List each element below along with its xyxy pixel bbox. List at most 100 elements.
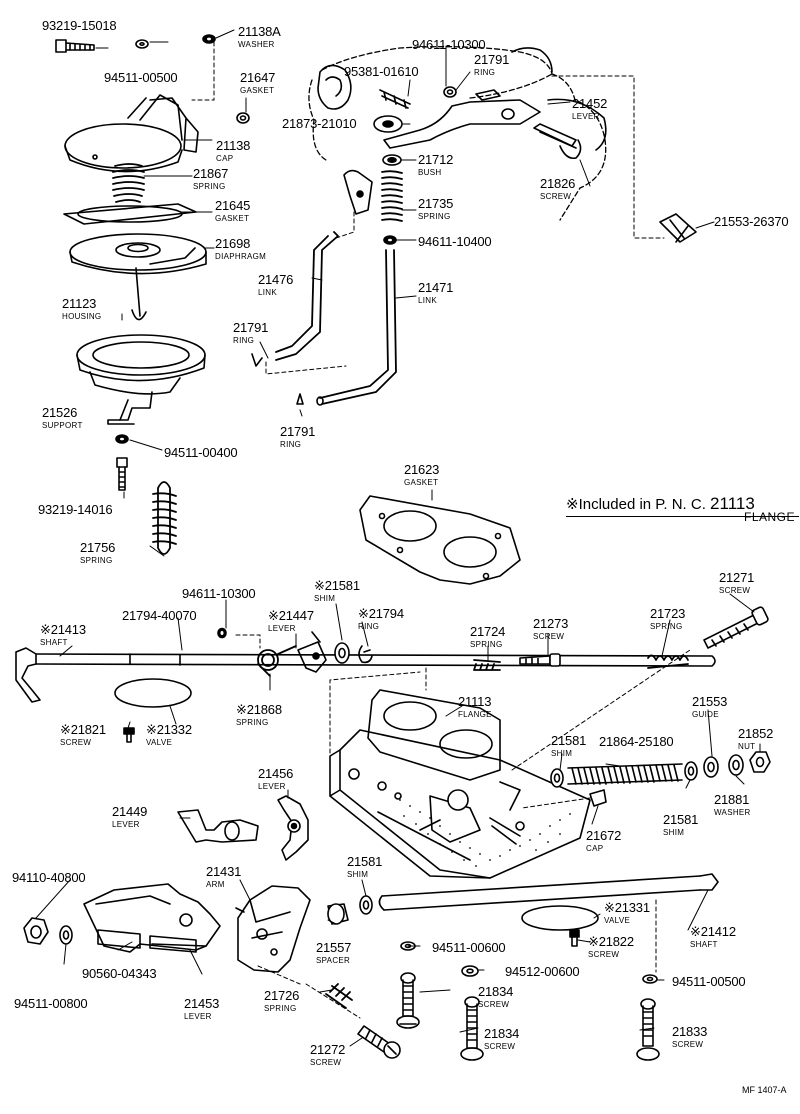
part-number: 21553-26370 [714, 214, 789, 229]
ring-95381-shape [380, 90, 410, 108]
dash-shaft-ring [236, 635, 260, 648]
part-name: SPRING [264, 1004, 297, 1013]
screw-93219-15018-shape [56, 40, 94, 52]
part-label: 94611-10300 [412, 37, 486, 54]
screw-21834-b-shape [461, 997, 483, 1060]
part-number: 21123 [62, 296, 97, 311]
bush-ring-shape [476, 90, 500, 100]
part-name: SPRING [236, 718, 269, 727]
washer-21138a-shape [203, 35, 215, 43]
part-number: ※21868 [236, 702, 282, 717]
part-label: 94511-00800 [14, 996, 88, 1013]
lever-21452-shape [384, 100, 540, 148]
part-name: SCREW [484, 1042, 516, 1051]
part-name: RING [280, 440, 302, 449]
part-name: SCREW [533, 632, 565, 641]
part-number: 21581 [551, 733, 587, 748]
housing-21123-shape [77, 335, 205, 394]
part-number: 21452 [572, 96, 608, 111]
part-name: SPRING [80, 556, 113, 565]
part-name: NUT [738, 742, 756, 751]
part-number: 94110-40800 [12, 870, 86, 885]
part-number: 21581 [663, 812, 699, 827]
part-number: ※21447 [268, 608, 314, 623]
lever-21456-shape [278, 796, 308, 860]
part-name: LEVER [572, 112, 600, 121]
dash-flange-spring [330, 668, 426, 760]
part-name: SPACER [316, 956, 351, 965]
part-name: LEVER [184, 1012, 212, 1021]
part-number: 21867 [193, 166, 229, 181]
dash-link-left [336, 212, 354, 238]
cap-21672-shape [590, 790, 606, 806]
screw-21833-shape [637, 999, 659, 1060]
part-number: 21833 [672, 1024, 708, 1039]
spring-21724-shape [474, 660, 500, 670]
part-number: 21712 [418, 152, 454, 167]
part-name: SCREW [672, 1040, 704, 1049]
part-name: ARM [206, 880, 225, 889]
ring-21791-left-shape [252, 354, 262, 366]
dash-21271 [512, 650, 690, 770]
part-number: 21476 [258, 272, 294, 287]
nut-21852-shape [750, 752, 770, 772]
part-number: 94511-00500 [672, 974, 746, 989]
guide-21553-shape [704, 757, 718, 777]
part-name: LINK [258, 288, 277, 297]
dash-arm [258, 966, 360, 1018]
part-number: 94611-10300 [412, 37, 486, 52]
part-number: 21138A [238, 24, 281, 39]
link-21476-shape-2 [276, 236, 328, 352]
part-number: 21453 [184, 996, 220, 1011]
part-name: SUPPORT [42, 421, 83, 430]
part-number: 21645 [215, 198, 251, 213]
sleeve-90560-shape [98, 930, 196, 952]
note-underline [566, 516, 799, 517]
part-number: 21698 [215, 236, 251, 251]
part-number: 21724 [470, 624, 506, 639]
valve-21331-shape [522, 906, 598, 930]
spring-21723-shape [648, 655, 688, 668]
part-name: RING [358, 622, 380, 631]
clip-21553-26370-shape [660, 214, 696, 242]
arm-21431-shape [236, 886, 310, 972]
note-pnc-number: 21113 [710, 494, 755, 513]
spring-21726-shape [326, 984, 352, 1008]
part-name: SCREW [478, 1000, 510, 1009]
diagram-id: MF 1407-A [742, 1085, 787, 1095]
part-name: LEVER [258, 782, 286, 791]
screw-21271-shape [704, 606, 769, 648]
gasket-21645-shape [64, 204, 196, 224]
part-number: 94512-00600 [505, 964, 580, 979]
valve-21332-shape [115, 679, 191, 707]
part-label: 94110-40800 [12, 870, 86, 887]
part-label: 94511-00400 [164, 445, 238, 462]
part-name: LEVER [268, 624, 296, 633]
part-number: 21672 [586, 828, 622, 843]
part-number: 21826 [540, 176, 576, 191]
part-number: 21873-21010 [282, 116, 357, 131]
part-number: 21735 [418, 196, 454, 211]
part-name: SHIM [663, 828, 685, 837]
